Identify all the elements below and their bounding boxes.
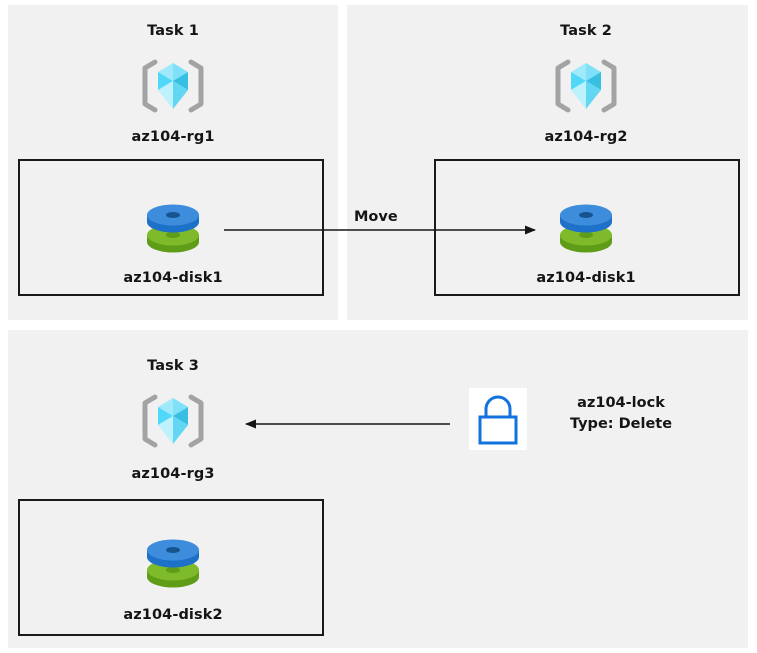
panel-task3: Task 3 az104-rg3 <box>8 330 748 648</box>
lock-type: Type: Delete <box>569 416 673 433</box>
managed-disk-icon <box>555 202 617 258</box>
managed-disk-icon <box>142 537 204 593</box>
resource-label-task3: az104-disk2 <box>123 607 223 623</box>
move-connector-label: Move <box>354 209 398 225</box>
resource-label-task2: az104-disk1 <box>536 270 636 286</box>
resource-group-label: az104-rg3 <box>131 466 215 482</box>
lock-icon <box>469 388 527 450</box>
resource-group-icon <box>555 57 617 115</box>
task1-title: Task 1 <box>147 23 199 39</box>
task3-title: Task 3 <box>147 358 199 374</box>
resource-group-label: az104-rg2 <box>544 129 628 145</box>
resource-label-task1: az104-disk1 <box>123 270 223 286</box>
resource-group-label: az104-rg1 <box>131 129 215 145</box>
panel-task2: Task 2 az104-rg2 <box>347 5 748 320</box>
task2-title: Task 2 <box>560 23 612 39</box>
panel-task1: Task 1 az104-rg1 <box>8 5 338 320</box>
lock-name-label: az104-lock Type: Delete <box>541 393 701 435</box>
resource-group-icon <box>142 57 204 115</box>
resource-group-icon <box>142 392 204 450</box>
lock-name: az104-lock <box>577 395 665 411</box>
managed-disk-icon <box>142 202 204 258</box>
